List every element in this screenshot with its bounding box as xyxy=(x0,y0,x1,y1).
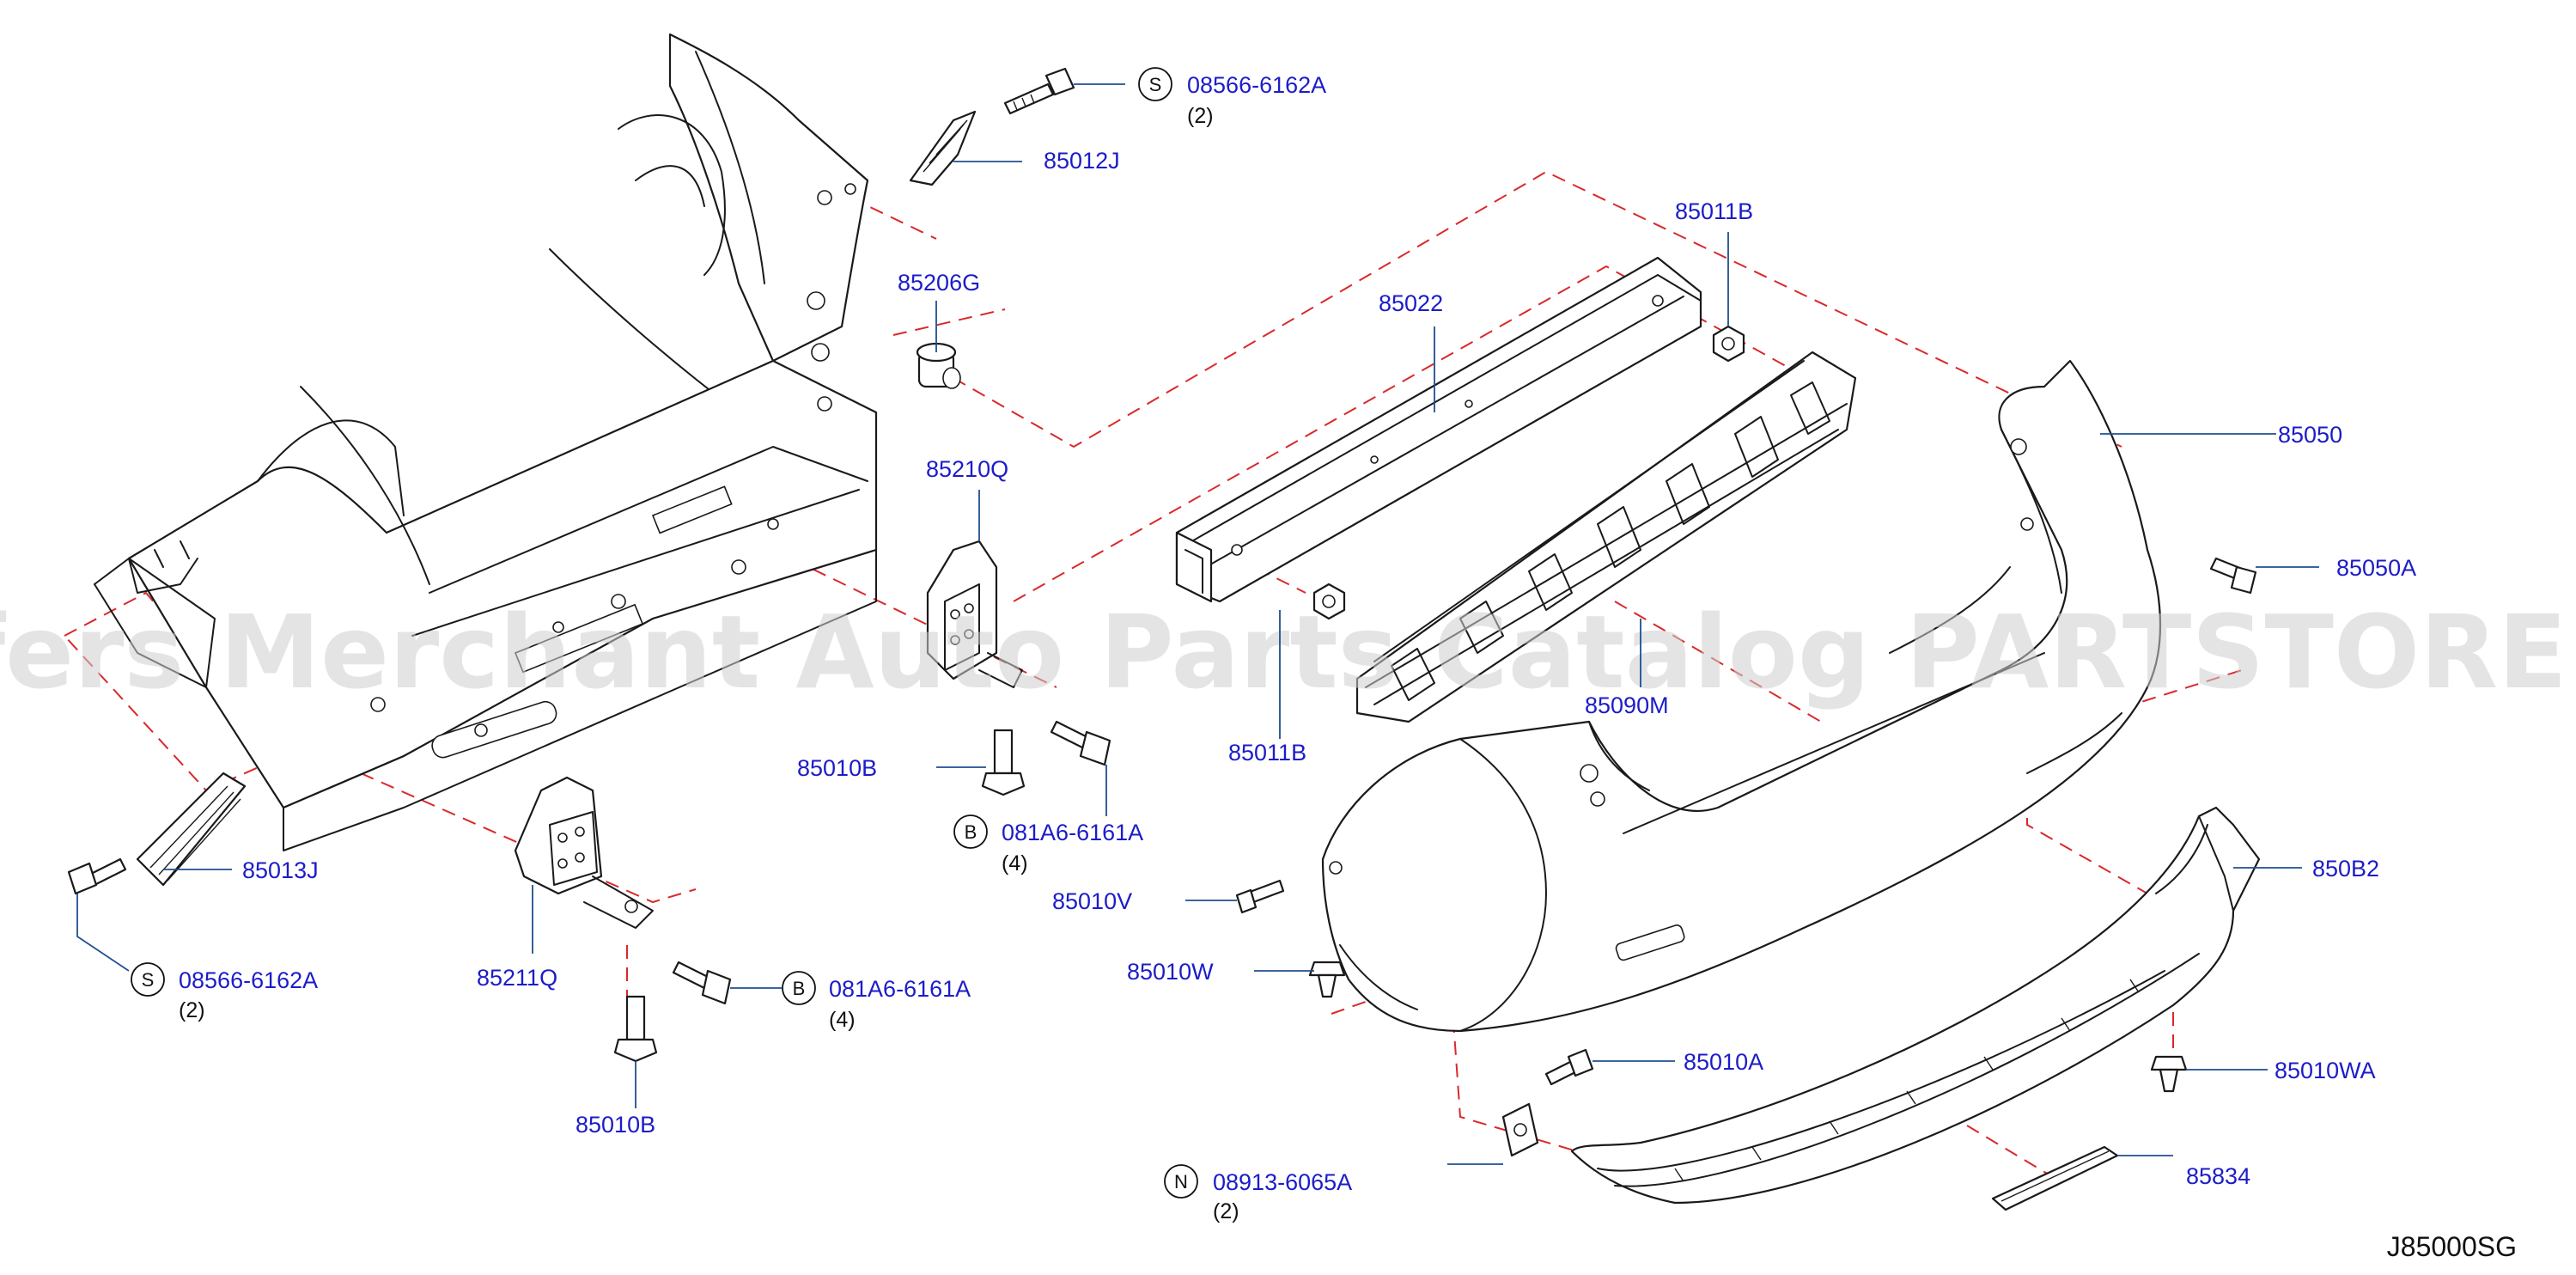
part-labels: 85012J 85206G 85022 85011B 85050 85050A … xyxy=(242,148,2416,1189)
callout-b-mid-code: 081A6-6161A xyxy=(1002,820,1143,845)
bolt-85010B-mid xyxy=(981,729,1026,796)
callout-b-low: B 081A6-6161A (4) xyxy=(782,971,971,1032)
callout-b-mid: B 081A6-6161A (4) xyxy=(953,814,1143,875)
label-85050A: 85050A xyxy=(2336,555,2416,581)
bolt-85050A xyxy=(2209,557,2257,595)
label-850B2: 850B2 xyxy=(2312,856,2379,882)
screw-85010A xyxy=(1544,1048,1594,1086)
leader-lines xyxy=(76,83,2319,1165)
label-85010B-bottom: 85010B xyxy=(575,1112,655,1138)
callout-s-top-code: 08566-6162A xyxy=(1187,72,1326,98)
label-85011B-bottom: 85011B xyxy=(1228,740,1306,766)
label-85206G: 85206G xyxy=(898,270,980,296)
callout-n-low: N 08913-6065A (2) xyxy=(1164,1164,1352,1223)
callout-n-low-qty: (2) xyxy=(1213,1199,1239,1223)
callout-b-mid-qty: (4) xyxy=(1002,851,1028,875)
bumper-fascia-85050 xyxy=(1321,359,2162,1033)
callout-s-top: S 08566-6162A (2) xyxy=(1138,67,1326,128)
bracket-85210Q xyxy=(926,540,1023,688)
reflector-85834 xyxy=(1991,1145,2119,1211)
svg-text:B: B xyxy=(965,821,977,843)
energy-absorber-85090M xyxy=(1355,351,1857,723)
nut-85011B-bottom xyxy=(1312,583,1346,620)
bolt-b-mid xyxy=(1050,720,1111,766)
bolt-85010B-bottom xyxy=(613,995,658,1063)
label-85834: 85834 xyxy=(2186,1163,2250,1189)
callout-s-left: S 08566-6162A (2) xyxy=(131,962,318,1022)
side-retainer-85013J xyxy=(136,772,247,887)
label-85010B-mid: 85010B xyxy=(797,755,877,781)
label-85012J: 85012J xyxy=(1044,148,1120,174)
clip-nut-08913 xyxy=(1501,1102,1539,1157)
bracket-85211Q xyxy=(514,776,654,929)
label-85090M: 85090M xyxy=(1585,692,1669,718)
watermark: Offers Merchant Auto Parts Catalog PARTS… xyxy=(0,593,2576,711)
label-85011B-top: 85011B xyxy=(1675,198,1753,224)
label-85010W: 85010W xyxy=(1127,959,1214,985)
label-85010V: 85010V xyxy=(1052,888,1132,914)
label-85210Q: 85210Q xyxy=(926,456,1008,482)
bolt-b-low xyxy=(672,961,732,1005)
label-85211Q: 85211Q xyxy=(477,965,557,991)
svg-text:N: N xyxy=(1174,1171,1188,1193)
callout-s-left-qty: (2) xyxy=(179,998,205,1022)
bolt-s-top xyxy=(1003,67,1075,115)
clip-85010W xyxy=(1308,961,1346,998)
label-85010WA: 85010WA xyxy=(2275,1058,2376,1083)
diagram-code: J85000SG xyxy=(2387,1231,2517,1262)
reinforcement-85022 xyxy=(1175,256,1702,603)
callout-b-low-code: 081A6-6161A xyxy=(829,976,971,1002)
body-rear-panel xyxy=(94,33,878,851)
callout-s-left-code: 08566-6162A xyxy=(179,967,318,993)
screw-85010V xyxy=(1235,879,1285,914)
svg-text:S: S xyxy=(1149,74,1162,95)
callout-b-low-qty: (4) xyxy=(829,1008,856,1032)
bushing-85206G xyxy=(916,342,961,389)
clip-85010WA xyxy=(2150,1055,2188,1093)
svg-text:B: B xyxy=(793,978,806,999)
label-85022: 85022 xyxy=(1379,290,1443,316)
bolt-s-left xyxy=(67,857,127,895)
callout-n-low-code: 08913-6065A xyxy=(1213,1169,1352,1195)
side-retainer-85012J xyxy=(909,110,977,186)
nut-85011B-top xyxy=(1712,325,1745,363)
label-85050: 85050 xyxy=(2278,422,2342,448)
label-85013J: 85013J xyxy=(242,857,319,883)
lower-diffuser-850B2 xyxy=(1570,806,2261,1205)
callout-s-top-qty: (2) xyxy=(1187,104,1214,128)
svg-text:S: S xyxy=(142,969,155,991)
label-85010A: 85010A xyxy=(1684,1049,1763,1075)
